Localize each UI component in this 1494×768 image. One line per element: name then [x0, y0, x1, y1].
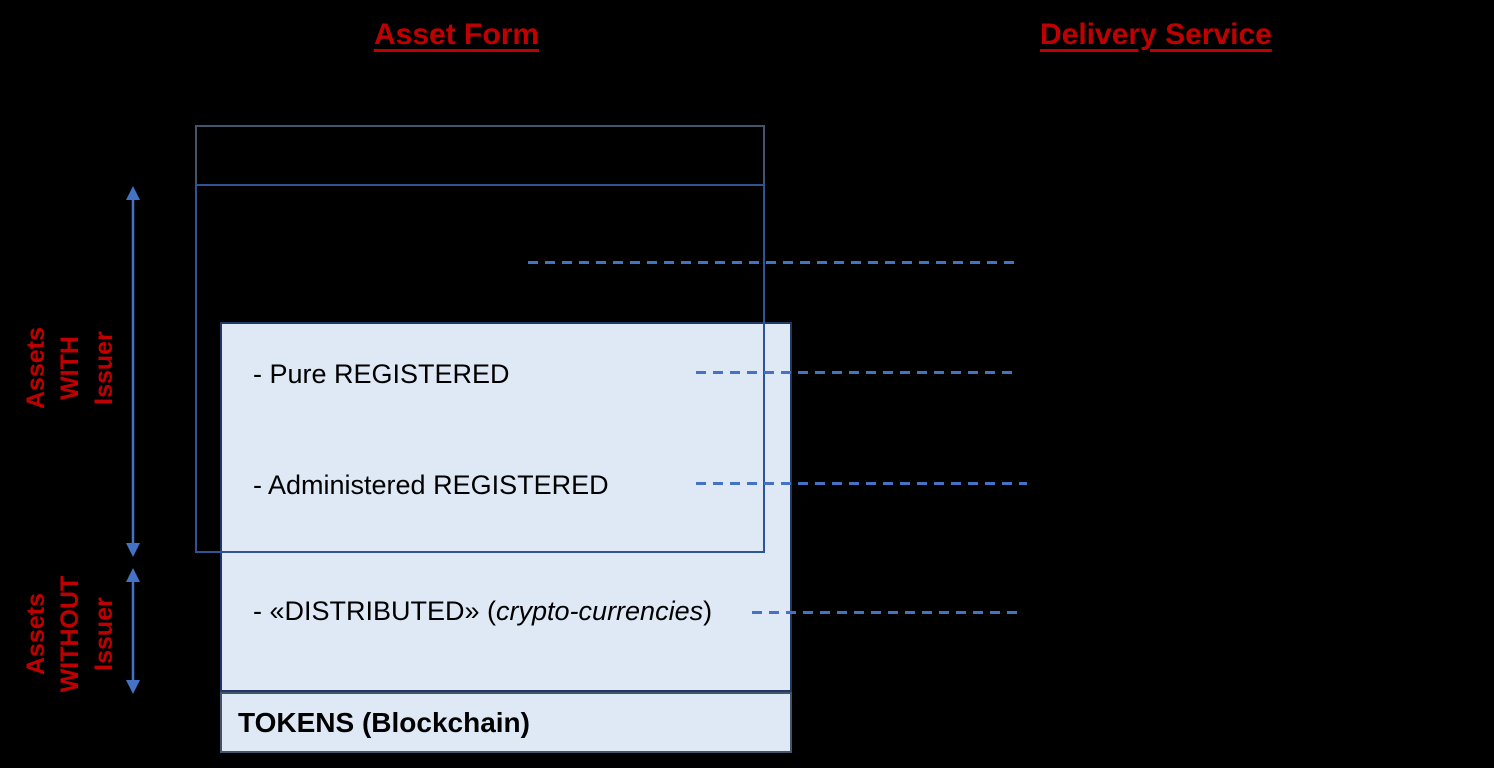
assets-without-issuer-line1: Assets	[22, 593, 50, 676]
connector-dashed-line-distributed	[752, 611, 1023, 614]
connector-dashed-line-top	[528, 261, 1016, 264]
assets-without-issuer-line2: WITHOUT	[56, 575, 84, 693]
connector-dashed-line-pure	[696, 371, 1016, 374]
item-distributed-pre: - «DISTRIBUTED» (	[253, 596, 497, 626]
item-distributed-post: )	[703, 596, 713, 626]
asset-form-body-box	[195, 184, 765, 553]
assets-with-issuer-label: Assets WITH Issuer	[19, 327, 121, 409]
tokens-label: TOKENS (Blockchain)	[238, 706, 530, 738]
item-distributed-italic: crypto-currencies	[496, 596, 704, 626]
item-administered-registered: - Administered REGISTERED	[253, 470, 609, 500]
assets-with-issuer-line3: Issuer	[90, 331, 118, 405]
assets-without-issuer-line3: Issuer	[90, 597, 118, 671]
assets-with-issuer-line1: Assets	[22, 327, 50, 409]
asset-form-title: Asset Form	[374, 18, 540, 51]
delivery-service-title: Delivery Service	[1040, 18, 1272, 51]
asset-form-header-box	[195, 125, 765, 186]
tokens-box: TOKENS (Blockchain)	[220, 692, 792, 753]
assets-without-issuer-label: Assets WITHOUT Issuer	[19, 576, 121, 693]
without-issuer-range-arrow-icon	[126, 568, 140, 694]
item-distributed: - «DISTRIBUTED» (crypto-currencies)	[253, 596, 712, 627]
item-pure-registered: - Pure REGISTERED	[253, 359, 510, 389]
connector-dashed-line-administered	[696, 482, 1027, 485]
registered-assets-box	[220, 322, 792, 692]
assets-with-issuer-line2: WITH	[56, 336, 84, 400]
with-issuer-range-arrow-icon	[126, 186, 140, 557]
